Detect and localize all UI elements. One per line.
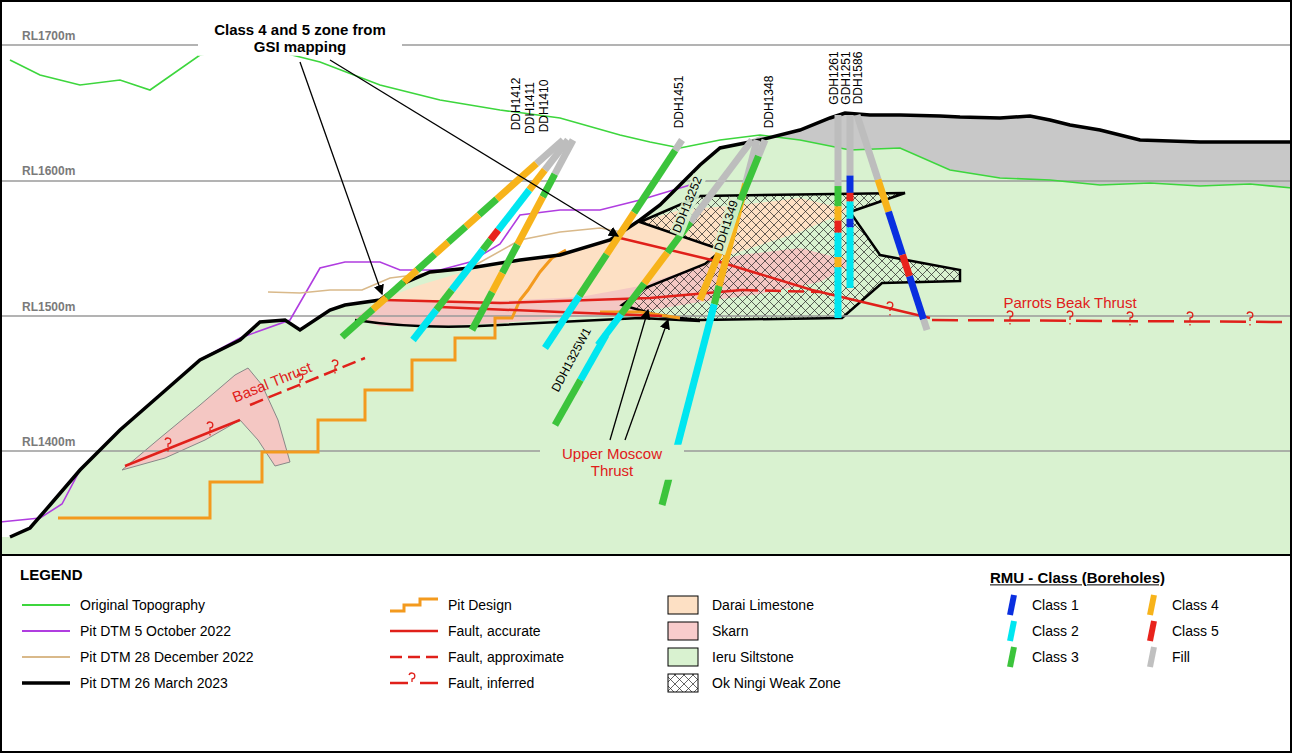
legend-text: Pit DTM 5 October 2022	[80, 623, 231, 639]
legend-sample	[1150, 595, 1154, 615]
legend-sample	[1010, 621, 1014, 641]
legend-text: Class 3	[1032, 649, 1079, 665]
borehole-label: DDH1410	[538, 80, 552, 133]
legend-sample	[668, 648, 698, 666]
legend-sample	[668, 674, 698, 692]
borehole-label: DDH13252	[670, 173, 707, 237]
legend-text: Pit Design	[448, 597, 512, 613]
elevation-label: RL1500m	[22, 301, 75, 315]
legend-sample	[1150, 621, 1154, 641]
elevation-label: RL1600m	[22, 165, 75, 179]
legend-text: Class 2	[1032, 623, 1079, 639]
legend-text: Original Topography	[80, 597, 205, 613]
legend-sample	[1150, 647, 1154, 667]
heading-label: RMU - Class (Boreholes)	[990, 569, 1165, 586]
legend-sample	[390, 599, 438, 611]
legend-text: Class 1	[1032, 597, 1079, 613]
legend-sample	[390, 656, 438, 659]
borehole-label: DDH1451	[673, 76, 687, 129]
legend-sample	[1010, 595, 1014, 615]
borehole-label: DDH1411	[524, 82, 538, 134]
legend-text: Ieru Siltstone	[712, 649, 794, 665]
legend-sample	[390, 630, 438, 633]
borehole-label: DDH1412	[510, 78, 524, 131]
legend-text: Fault, inferred	[448, 675, 534, 691]
unit-outline	[355, 318, 700, 327]
legend-text: Class 5	[1172, 623, 1219, 639]
legend-text: Pit DTM 26 March 2023	[80, 675, 228, 691]
legend-text: Ok Ningi Weak Zone	[712, 675, 841, 691]
legend-text: Skarn	[712, 623, 749, 639]
pit-design	[58, 250, 566, 518]
leader-lines	[300, 60, 668, 440]
borehole-label: DDH1348	[763, 76, 777, 129]
legend-samples	[22, 595, 1154, 692]
fault-label: Upper Moscow Thrust	[540, 445, 684, 480]
legend-text: Fault, accurate	[448, 623, 541, 639]
fault-label: Basal Thrust	[230, 358, 314, 405]
pit-dtm-mar	[10, 113, 1292, 537]
borehole-label: DDH1325W1	[548, 324, 595, 396]
heading-label: LEGEND	[20, 566, 83, 583]
borehole-label: DDH1586	[852, 52, 866, 105]
legend-sample	[22, 630, 70, 632]
legend-sample	[390, 673, 438, 683]
legend-sample	[1010, 647, 1014, 667]
siltstone-ground	[0, 113, 1292, 555]
weak-zone	[622, 193, 960, 320]
legend-text: Class 4	[1172, 597, 1219, 613]
rl-gridlines	[0, 45, 1292, 451]
pit-dtm-oct	[0, 185, 690, 522]
legend-sample	[668, 596, 698, 614]
fault-label: Parrots Beak Thrust	[1003, 294, 1136, 311]
legend-text: Pit DTM 28 December 2022	[80, 649, 254, 665]
legend-sample	[668, 622, 698, 640]
legend-sample	[22, 604, 70, 606]
legend-text: Fault, approximate	[448, 649, 564, 665]
borehole-label: DDH1349	[712, 197, 743, 255]
pit-dtm-dec	[268, 228, 622, 293]
original-topography	[10, 48, 1292, 188]
boreholes	[342, 115, 927, 505]
legend-text: Darai Limestone	[712, 597, 814, 613]
elevation-label: RL1700m	[22, 30, 75, 44]
legend-divider	[0, 554, 1292, 556]
elevation-label: RL1400m	[22, 436, 75, 450]
legend-text: Fill	[1172, 649, 1190, 665]
heading-label: Class 4 and 5 zone from GSI mapping	[198, 21, 402, 56]
legend-sample	[22, 681, 70, 685]
legend-sample	[22, 656, 70, 658]
